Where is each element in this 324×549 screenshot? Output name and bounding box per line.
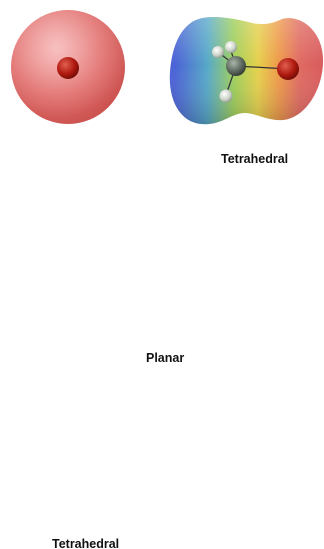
top-right-hydrogen-atom (212, 46, 224, 58)
caption-tetrahedral-top: Tetrahedral (221, 152, 289, 166)
top-left-ion-surface (11, 10, 125, 124)
top-right-hydrogen-atom (225, 41, 237, 53)
top-right-hydrogen-atom (219, 89, 233, 103)
top-right-carbon-atom (226, 56, 246, 76)
top-right-oxygen-atom (277, 58, 299, 80)
caption-planar: Planar (146, 351, 185, 365)
top-left-oxygen-atom (57, 57, 79, 79)
caption-tetrahedral-bottom: Tetrahedral (52, 537, 120, 549)
top-right-tetrahedral-surface (169, 16, 324, 125)
